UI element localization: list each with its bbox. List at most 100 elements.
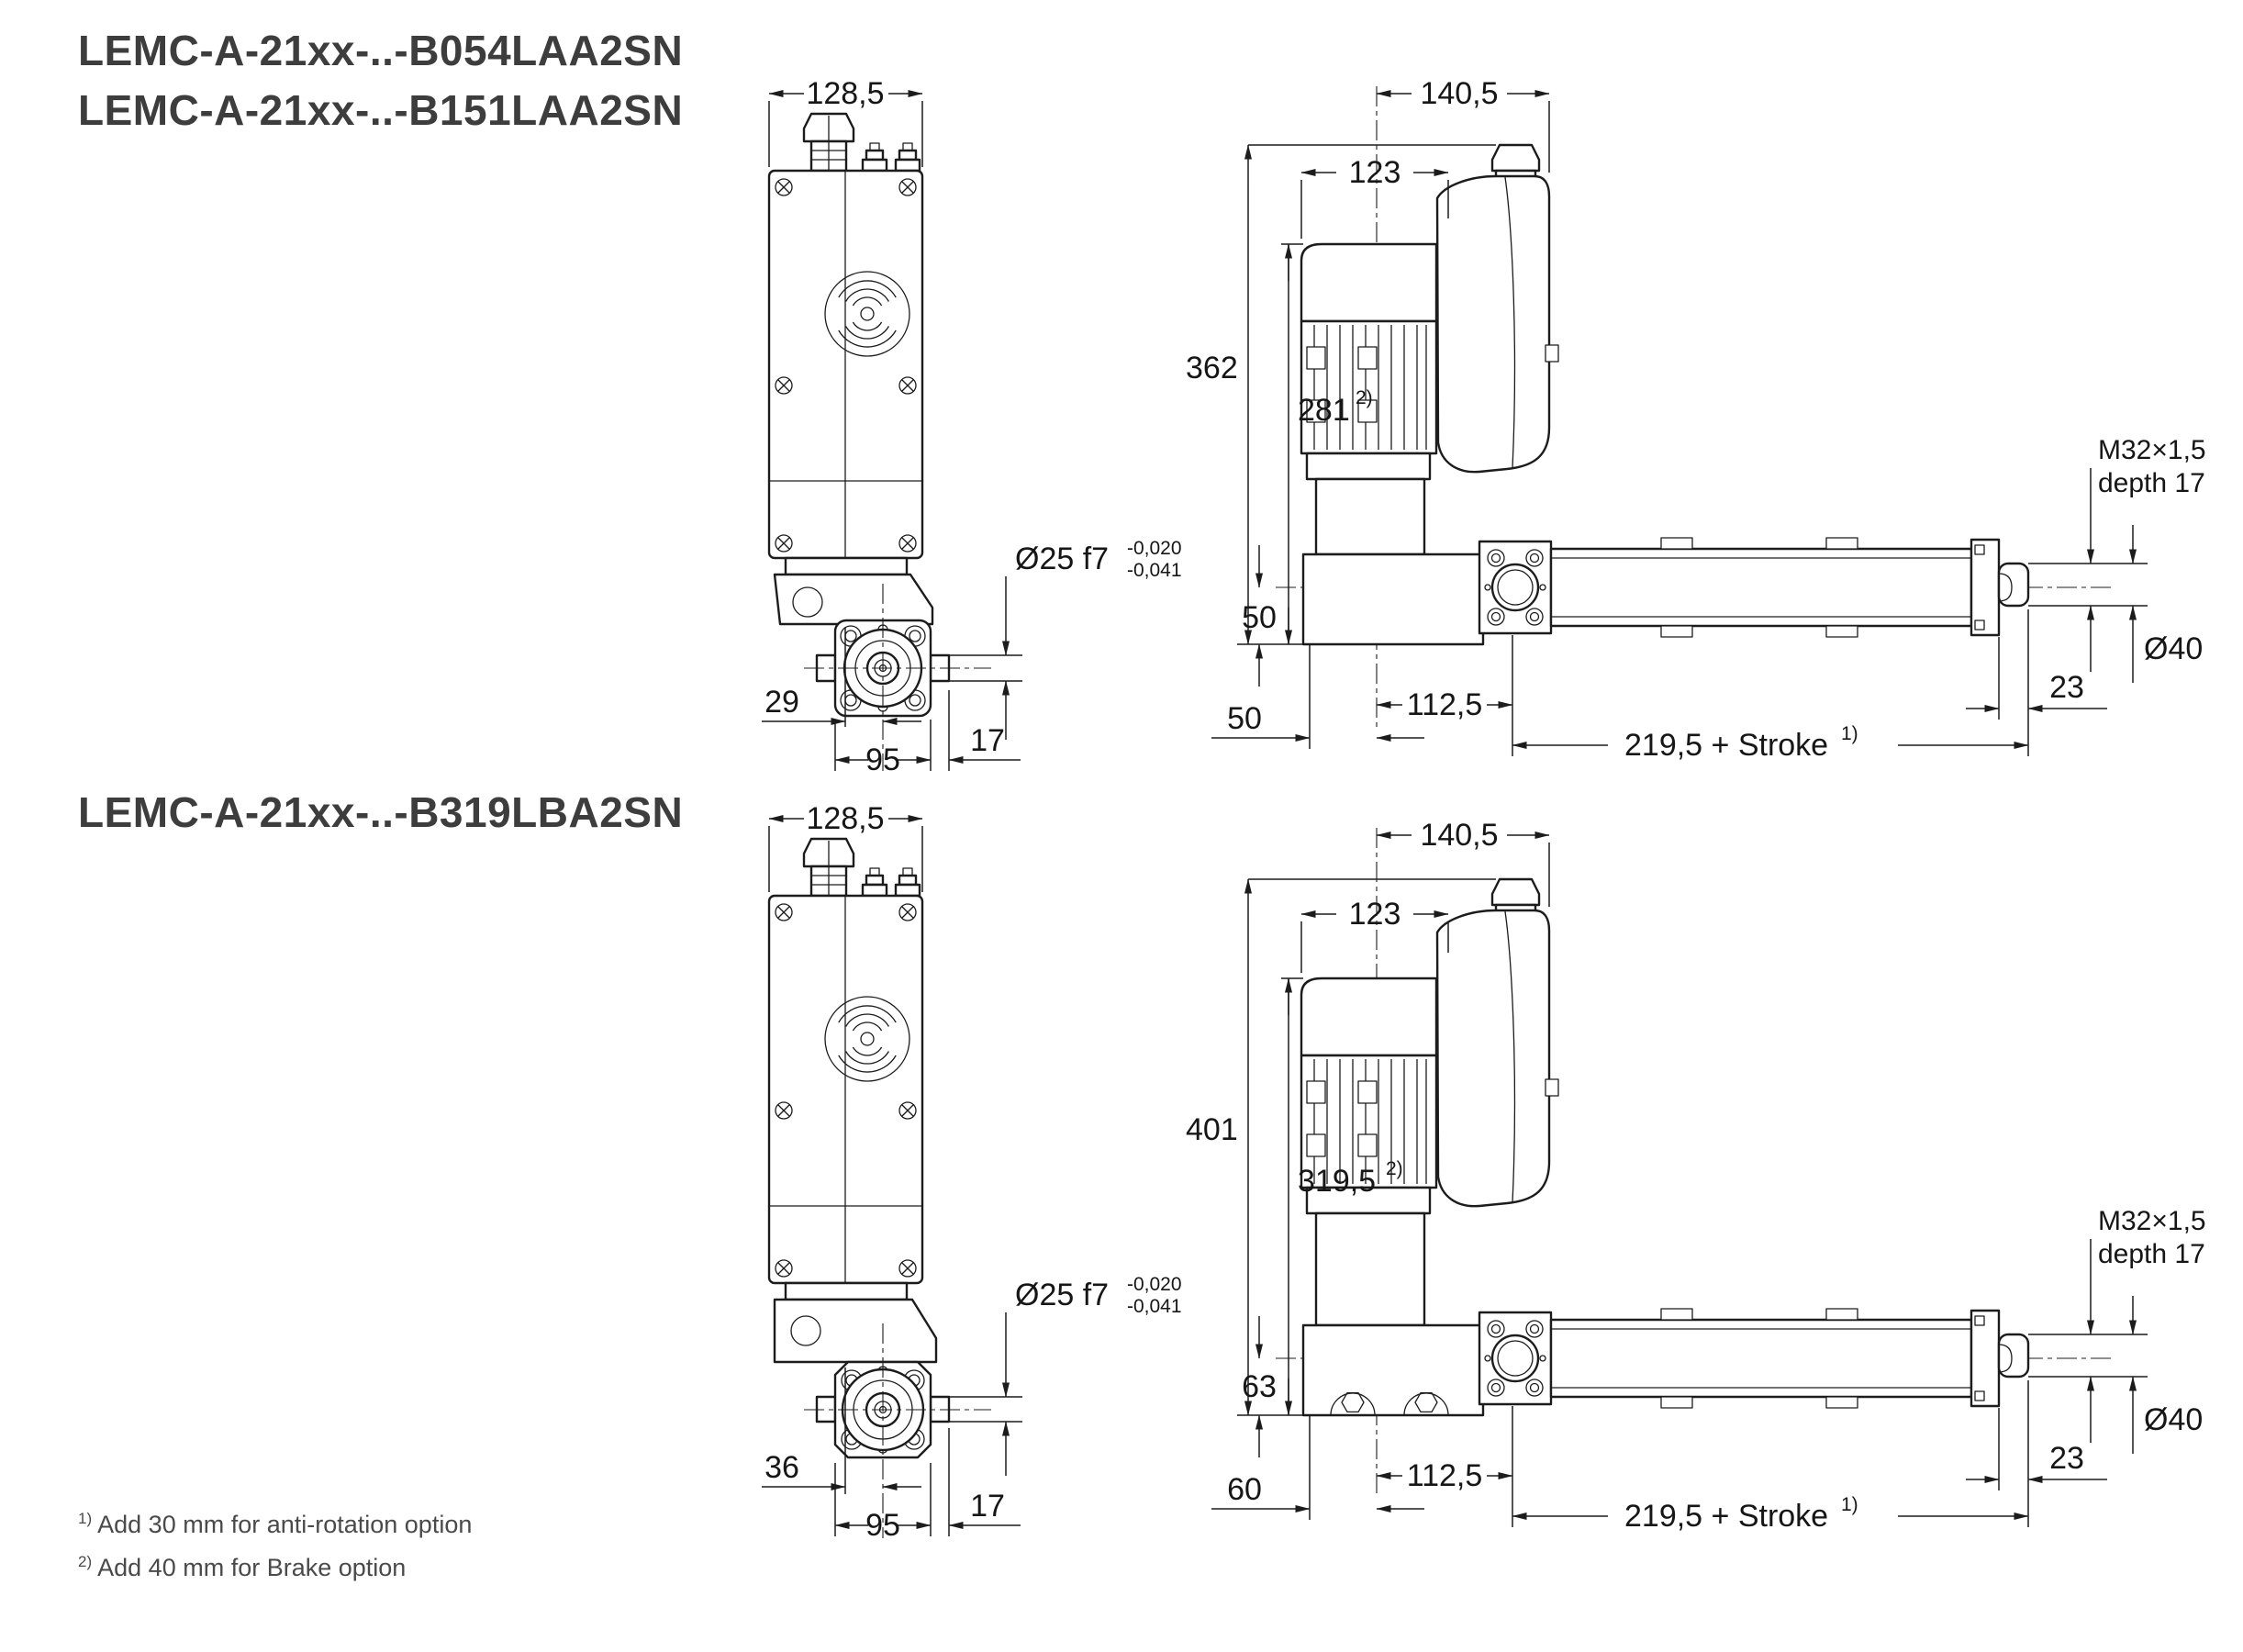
dim-offset-29: 29 [762, 628, 921, 727]
cable-gland [802, 112, 855, 173]
dim-total-height: 362 [1186, 144, 1496, 645]
dim-label-vert-50: 50 [1242, 600, 1277, 635]
gearbox-side [1301, 1211, 1485, 1417]
dim-label-height-no-brake: 281 [1298, 393, 1350, 428]
dim-vert-50: 50 [1242, 545, 1277, 686]
dim-label-shaft-length: 17 [970, 723, 1005, 758]
dim-overall-width: 140,5 [1376, 76, 1550, 173]
model-title-b151: LEMC-A-21xx-..-B151LAA2SN [78, 86, 684, 134]
dim-label-shaft-dia: Ø25 f7 [1015, 541, 1109, 576]
dim-label-112: 112,5 [1407, 687, 1483, 722]
footnote-2-marker: 2) [78, 1553, 93, 1570]
dim-label-horiz-50: 50 [1227, 701, 1262, 736]
dim-label-thread: M32×1,5 [2098, 435, 2206, 465]
dim-label-thread: M32×1,5 [2098, 1206, 2206, 1236]
connector-m12 [861, 142, 921, 173]
cylinder-end-cap [1970, 1309, 2001, 1408]
dim-label-flange-width: 95 [865, 742, 900, 777]
motor-housing-side [1300, 242, 1438, 481]
dim-label-motor-width: 123 [1349, 155, 1401, 190]
footnote-anti-rotation: 1) Add 30 mm for anti-rotation option [78, 1510, 472, 1539]
dim-label-total-height: 401 [1186, 1112, 1238, 1147]
dim-vert-63: 63 [1242, 1316, 1277, 1457]
dim-shaft-length-17: 17 [948, 1428, 1021, 1536]
dim-overall-width: 128,5 [768, 801, 923, 892]
dim-label-offset: 36 [764, 1450, 799, 1485]
foot-bolt-hex [1341, 1391, 1365, 1413]
dim-flange-width-95: 95 [834, 1463, 932, 1543]
dim-label-tol-upper: -0,020 [1127, 1274, 1182, 1295]
dim-label-horiz-60: 60 [1227, 1472, 1262, 1507]
cable-gland [802, 837, 855, 898]
cylinder-assembly [1478, 1308, 2030, 1409]
dim-label-overall-width: 128,5 [806, 76, 884, 111]
dim-label-112: 112,5 [1407, 1458, 1483, 1493]
footnote-brake: 2) Add 40 mm for Brake option [78, 1553, 406, 1582]
output-flange [804, 1323, 991, 1538]
dim-label-total-height: 362 [1186, 351, 1238, 385]
dim-label-rod-len: 23 [2049, 670, 2084, 705]
dim-overall-width: 140,5 [1376, 818, 1550, 907]
motor-housing-front [767, 894, 924, 1285]
drawing-front-view-top: 128,5 [762, 76, 1182, 777]
controller-cable-gland [1490, 143, 1541, 173]
dim-label-tol-upper: -0,020 [1127, 538, 1182, 559]
dim-label-stroke-sup: 1) [1841, 723, 1858, 744]
piston-rod-end [1997, 1333, 2030, 1379]
dim-label-height-no-brake: 319,5 [1298, 1164, 1376, 1199]
controller-housing [1435, 143, 1559, 474]
housing-screws [775, 178, 917, 553]
dim-thread-rod: M32×1,5 depth 17 Ø40 [2028, 435, 2206, 683]
connector-m12 [861, 867, 921, 898]
motor-housing-side [1300, 977, 1438, 1215]
gearbox-side [1301, 477, 1485, 646]
output-flange [804, 584, 991, 771]
dim-label-overall-width: 140,5 [1420, 76, 1498, 111]
drawing-side-view-bottom: 140,5 123 401 319,5 2) [1186, 818, 2206, 1534]
dim-thread-rod: M32×1,5 depth 17 Ø40 [2028, 1206, 2206, 1454]
dim-label-rod-len: 23 [2049, 1441, 2084, 1476]
dim-horiz-50: 50 [1211, 644, 1424, 749]
dim-horiz-60: 60 [1211, 1415, 1424, 1520]
dim-label-shaft-length: 17 [970, 1489, 1005, 1524]
housing-screws [775, 903, 917, 1278]
motor-housing-front [767, 169, 924, 560]
dim-label-shaft-dia: Ø25 f7 [1015, 1278, 1109, 1312]
dim-offset-36: 36 [762, 1367, 921, 1494]
dim-motor-width: 123 [1300, 155, 1449, 239]
model-title-b319: LEMC-A-21xx-..-B319LBA2SN [78, 788, 684, 836]
dim-stroke: 219,5 + Stroke 1) [1512, 609, 2029, 763]
cylinder-tube [1549, 1318, 1973, 1399]
gearbox-front [773, 556, 934, 626]
dim-label-tol-lower: -0,041 [1127, 560, 1182, 581]
dim-label-height-sup: 2) [1386, 1158, 1403, 1179]
dim-label-rod-dia: Ø40 [2144, 631, 2203, 666]
dim-rod-len: 23 [1966, 1408, 2107, 1490]
dim-112: 112,5 [1376, 1406, 1513, 1527]
dim-label-stroke-sup: 1) [1841, 1494, 1858, 1515]
model-title-b054: LEMC-A-21xx-..-B054LAA2SN [78, 27, 684, 74]
drawing-front-view-bottom: 128,5 [762, 801, 1182, 1543]
drawing-side-view-top: 140,5 123 362 281 2) [1186, 76, 2206, 763]
dim-height-no-brake: 319,5 2) [1281, 977, 1403, 1416]
dim-label-rod-dia: Ø40 [2144, 1402, 2203, 1437]
dim-label-thread-depth: depth 17 [2098, 468, 2205, 498]
dim-shaft-diameter: Ø25 f7 -0,020 -0,041 [949, 538, 1182, 740]
footnote-1-marker: 1) [78, 1510, 93, 1527]
controller-cable-gland [1490, 877, 1541, 907]
dim-shaft-diameter: Ø25 f7 -0,020 -0,041 [949, 1274, 1182, 1476]
dim-label-overall-width: 140,5 [1420, 818, 1498, 853]
foot-bolt-hex [1414, 1391, 1438, 1413]
dim-label-offset: 29 [764, 685, 799, 720]
dim-112: 112,5 [1376, 635, 1513, 756]
footnote-1-text: Add 30 mm for anti-rotation option [97, 1511, 473, 1538]
dim-total-height: 401 [1186, 878, 1496, 1416]
dim-label-stroke: 219,5 + Stroke [1624, 1499, 1828, 1534]
motor-logo-icon [824, 996, 910, 1082]
cylinder-assembly [1478, 537, 2030, 638]
dim-stroke: 219,5 + Stroke 1) [1512, 1380, 2029, 1534]
motor-logo-icon [824, 271, 910, 357]
dim-overall-width: 128,5 [768, 76, 923, 167]
footnote-2-text: Add 40 mm for Brake option [97, 1554, 407, 1581]
